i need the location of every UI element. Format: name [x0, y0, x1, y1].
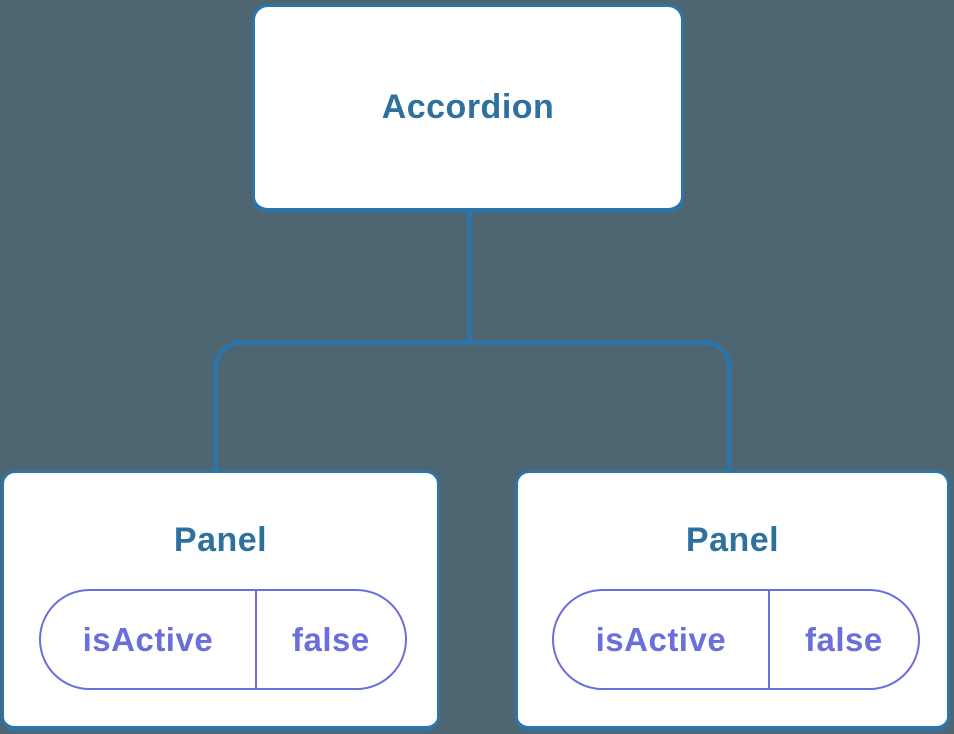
state-value: false	[254, 591, 405, 688]
accordion-node: Accordion	[252, 4, 684, 213]
state-key: isActive	[82, 620, 214, 658]
state-pill: isActive false	[552, 589, 920, 690]
panel-node-right: Panel isActive false	[515, 470, 950, 731]
state-key: isActive	[595, 620, 727, 658]
state-value: false	[767, 591, 918, 688]
panel-node-label: Panel	[685, 521, 780, 559]
connector-stem	[467, 213, 472, 345]
connector-bracket	[213, 340, 732, 470]
accordion-node-label: Accordion	[381, 88, 555, 126]
state-pill: isActive false	[39, 589, 407, 690]
panel-node-label: Panel	[173, 521, 268, 559]
panel-node-left: Panel isActive false	[1, 470, 440, 731]
